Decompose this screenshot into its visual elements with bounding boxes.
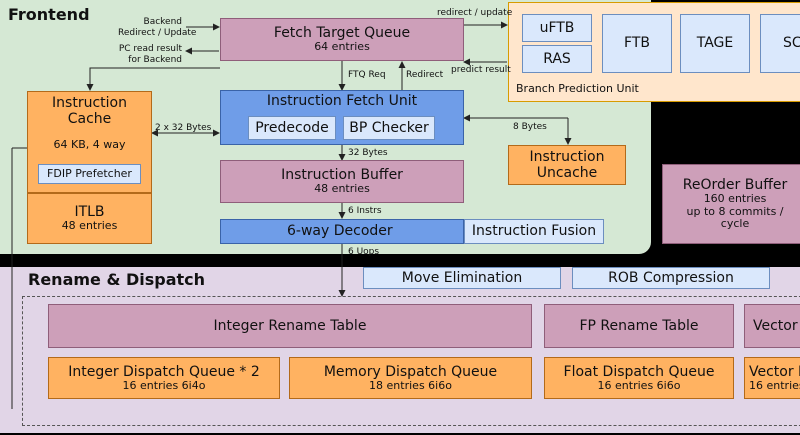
fdip-prefetcher: FDIP Prefetcher <box>38 164 141 184</box>
sc-block: SC <box>760 14 800 73</box>
label-backend-redirect: Backend Redirect / Update <box>118 17 197 38</box>
ras-block: RAS <box>522 45 592 73</box>
ibuffer-name: Instruction Buffer <box>281 167 403 184</box>
label-ifu-ibuffer: 32 Bytes <box>348 148 388 158</box>
mem-dq-entries: 18 entries 6i6o <box>369 378 452 392</box>
label-redirect: Redirect <box>406 70 444 80</box>
label-uncache-bandwidth: 8 Bytes <box>513 122 547 132</box>
six-way-decoder: 6-way Decoder <box>220 219 464 244</box>
ibuffer-entries: 48 entries <box>314 182 370 196</box>
vec-dq-name: Vector D <box>749 363 800 380</box>
fp-dq-entries: 16 entries 6i6o <box>597 378 681 392</box>
uncache-name-line2: Uncache <box>536 165 598 181</box>
memory-dispatch-queue: Memory Dispatch Queue 18 entries 6i6o <box>289 357 532 399</box>
vector-rename-table: Vector <box>744 304 800 348</box>
uftb-block: uFTB <box>522 14 592 42</box>
int-dq-name: Integer Dispatch Queue * 2 <box>68 363 260 380</box>
float-dispatch-queue: Float Dispatch Queue 16 entries 6i6o <box>544 357 734 399</box>
reorder-buffer: ReOrder Buffer 160 entries up to 8 commi… <box>662 164 800 244</box>
integer-rename-table: Integer Rename Table <box>48 304 532 348</box>
itlb-name: ITLB <box>74 204 105 221</box>
instruction-uncache: Instruction Uncache <box>508 145 626 185</box>
bp-checker-block: BP Checker <box>343 116 435 140</box>
label-redirect-update: redirect / update <box>437 8 513 18</box>
rename-dispatch-region <box>0 265 800 435</box>
instruction-fusion-block: Instruction Fusion <box>464 219 604 244</box>
icache-name-line2: Cache <box>67 111 112 128</box>
uncache-name-line1: Instruction <box>529 148 605 165</box>
integer-dispatch-queue: Integer Dispatch Queue * 2 16 entries 6i… <box>48 357 280 399</box>
instruction-cache: Instruction Cache 64 KB, 4 way FDIP Pref… <box>27 91 152 193</box>
label-ftq-req: FTQ Req <box>348 70 386 80</box>
fp-dq-name: Float Dispatch Queue <box>563 363 715 380</box>
int-dq-entries: 16 entries 6i4o <box>122 378 206 392</box>
label-pc-read: PC read result for Backend <box>118 44 182 65</box>
itlb: ITLB 48 entries <box>27 193 152 244</box>
rob-commits: up to 8 commits / cycle <box>686 204 784 231</box>
rob-entries: 160 entries <box>703 192 767 206</box>
fetch-target-queue: Fetch Target Queue 64 entries <box>220 18 464 61</box>
itlb-entries: 48 entries <box>61 219 118 233</box>
label-decoder-rename: 6 Uops <box>348 247 380 257</box>
vec-dq-entries: 16 entries <box>749 378 800 392</box>
label-icache-bandwidth: 2 x 32 Bytes <box>155 123 212 133</box>
ftq-entries: 64 entries <box>314 40 370 54</box>
rob-compression-block: ROB Compression <box>572 267 770 289</box>
rob-name: ReOrder Buffer <box>682 176 788 193</box>
mem-dq-name: Memory Dispatch Queue <box>323 363 498 380</box>
frontend-title: Frontend <box>8 5 90 24</box>
ftq-name: Fetch Target Queue <box>273 25 411 42</box>
label-ibuffer-decoder: 6 Instrs <box>348 206 382 216</box>
icache-size: 64 KB, 4 way <box>53 138 126 152</box>
tage-block: TAGE <box>680 14 750 73</box>
connector-lines <box>11 21 572 409</box>
instruction-buffer: Instruction Buffer 48 entries <box>220 160 464 203</box>
vector-dispatch-queue: Vector D 16 entries <box>744 357 800 399</box>
move-elimination-block: Move Elimination <box>363 267 561 289</box>
label-predict-result: predict result <box>451 65 511 75</box>
ifu-name: Instruction Fetch Unit <box>266 93 418 109</box>
bpu-label: Branch Prediction Unit <box>516 82 639 95</box>
fp-rename-table: FP Rename Table <box>544 304 734 348</box>
icache-name-line1: Instruction <box>52 95 127 111</box>
predecode-block: Predecode <box>248 116 336 140</box>
rename-dispatch-title: Rename & Dispatch <box>28 270 206 289</box>
ftb-block: FTB <box>602 14 672 73</box>
